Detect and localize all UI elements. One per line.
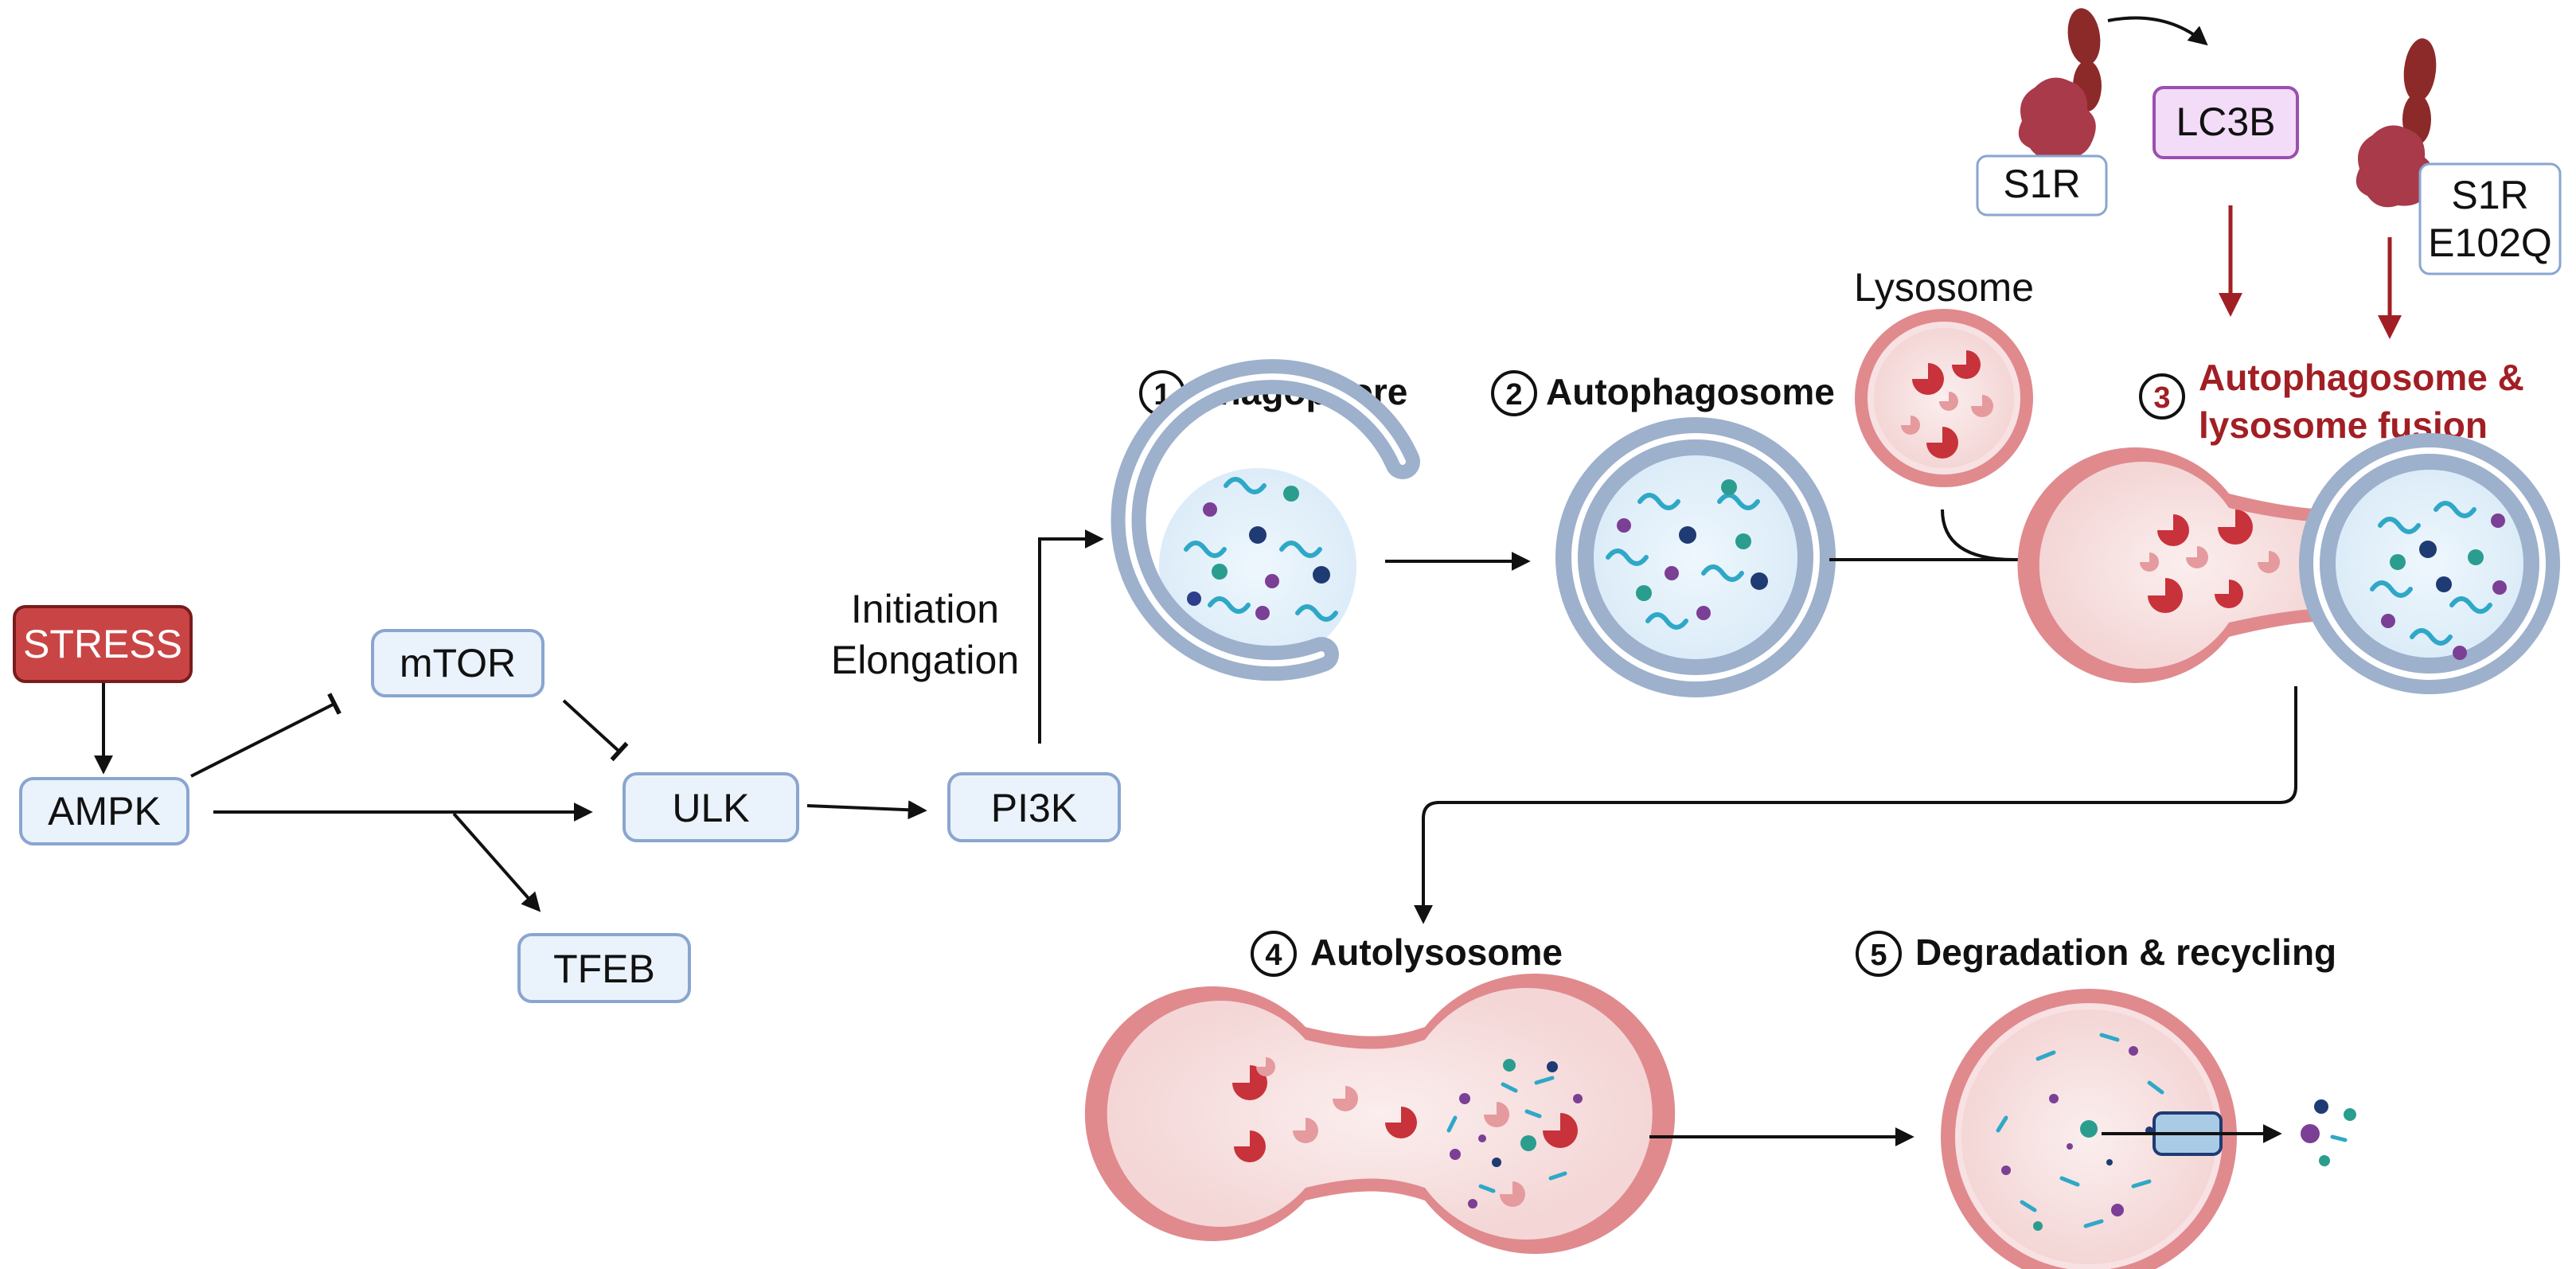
s1r-e102q-label-box <box>2418 162 2562 275</box>
stage-number-5: 5 <box>1870 939 1887 972</box>
stage-number-2: 2 <box>1505 378 1522 412</box>
tfeb-node-box <box>517 933 691 1003</box>
lysosome-title: Lysosome <box>1854 265 2034 310</box>
stress-node: STRESS <box>23 622 182 666</box>
lysosome: Lysosome <box>1854 265 2034 487</box>
ampk-inhibits-mtor <box>190 693 342 778</box>
ampk-node: AMPK <box>48 789 161 834</box>
stage-fusion: 3 Autophagosome & lysosome fusion <box>2017 357 2560 694</box>
lc3b-box <box>2153 86 2299 159</box>
ulk-to-pi3k-arrow <box>806 800 927 820</box>
stress-node-box <box>13 605 193 683</box>
lysosome-to-fusion-curve <box>1941 509 2015 561</box>
stage-number-2-circle <box>1491 370 1537 416</box>
phagophore-lumen <box>1159 468 1356 666</box>
ampk-node-box <box>19 777 189 845</box>
s1r-e102q-label-line1: S1R <box>2451 173 2528 217</box>
stage-autophagosome: 2 Autophagosome <box>1491 370 1836 697</box>
s1r-label: S1R <box>2003 162 2080 206</box>
signaling-pathway: STRESS AMPK mTOR ULK TFEB PI3K Initiatio… <box>13 529 1121 1003</box>
degradation-title: Degradation & recycling <box>1915 931 2336 973</box>
ampk-to-tfeb-arrow <box>452 812 541 912</box>
lc3b-protein: LC3B <box>2153 86 2299 159</box>
pi3k-to-phagophore-arrow <box>1038 529 1104 744</box>
fusion-to-autolysosome-arrow <box>1414 686 2297 924</box>
elongation-label: Elongation <box>831 638 1019 682</box>
fusion-title-line1: Autophagosome & <box>2199 357 2524 398</box>
stage-number-3-circle <box>2139 373 2185 420</box>
stage-degradation: 5 Degradation & recycling <box>1856 931 2356 1269</box>
s1r-label-box <box>1976 154 2108 217</box>
mtor-node-box <box>371 629 544 697</box>
recycled-molecules <box>2301 1099 2356 1166</box>
autophagosome-title: Autophagosome <box>1546 371 1835 412</box>
stage-number-4: 4 <box>1265 939 1282 972</box>
stage-phagophore: 1 Phagophore <box>1110 359 1420 681</box>
initiation-label: Initiation <box>851 587 999 631</box>
ulk-node: ULK <box>672 786 749 830</box>
stage-number-5-circle <box>1856 931 1902 977</box>
s1r-to-lc3b-arrow <box>2107 16 2208 46</box>
tfeb-node: TFEB <box>553 947 655 991</box>
s1r-e102q-protein: S1R E102Q <box>2355 38 2562 275</box>
mtor-inhibits-ulk <box>562 699 629 762</box>
ulk-node-box <box>623 772 799 842</box>
stage-autolysosome: 4 Autolysosome <box>1084 931 1676 1254</box>
pi3k-node: PI3K <box>991 786 1077 830</box>
lc3b-label: LC3B <box>2176 100 2275 144</box>
pi3k-node-box <box>947 772 1121 842</box>
stage-number-3: 3 <box>2153 381 2170 415</box>
s1r-e102q-label-line2: E102Q <box>2428 221 2552 265</box>
stage-number-4-circle <box>1251 931 1297 977</box>
autolysosome-title: Autolysosome <box>1310 931 1563 973</box>
phagophore-cargo <box>1184 477 1338 622</box>
s1r-protein: S1R <box>1976 8 2108 217</box>
mtor-node: mTOR <box>400 641 516 685</box>
